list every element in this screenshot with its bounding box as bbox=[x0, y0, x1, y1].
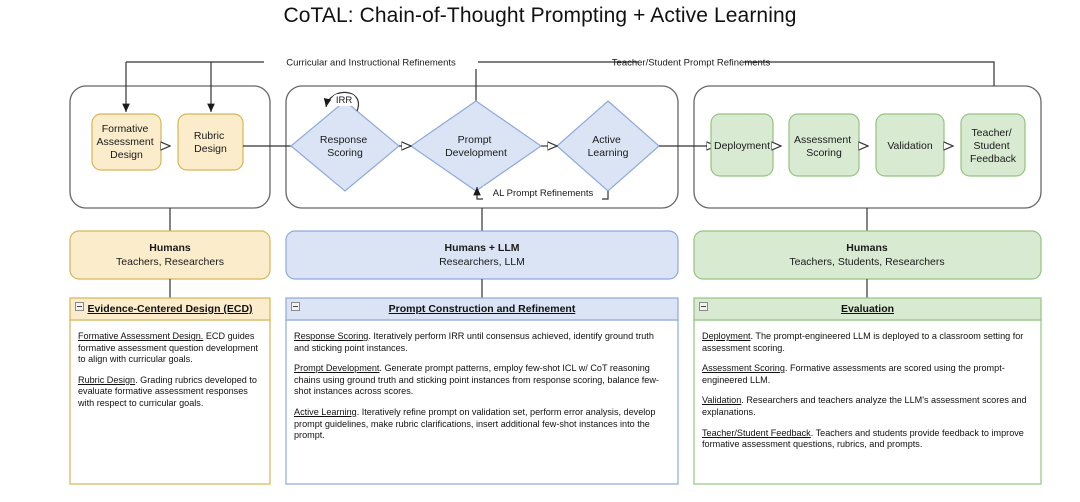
panel-evaluation-header-label: Evaluation bbox=[840, 303, 895, 315]
panel-ecd-text: Formative Assessment Design. ECD guides … bbox=[78, 331, 263, 410]
connector-irr-label: IRR bbox=[336, 95, 353, 106]
connector-al-prompt-label: AL Prompt Refinements bbox=[493, 188, 594, 199]
panel-paragraph-lead: Validation bbox=[702, 395, 742, 406]
collapse-icon-ecd[interactable] bbox=[75, 302, 84, 311]
panel-paragraph-lead: Prompt Development bbox=[294, 363, 380, 374]
node-rubric-design[interactable] bbox=[177, 113, 244, 171]
panel-evaluation-header[interactable] bbox=[693, 297, 1042, 321]
panel-prompt-text: Response Scoring. Iteratively perform IR… bbox=[294, 331, 671, 442]
panel-paragraph: Active Learning. Iteratively refine prom… bbox=[294, 406, 656, 441]
role-band-humans-llm-title: Humans + LLM bbox=[445, 242, 520, 254]
panel-paragraph-lead: Teacher/Student Feedback bbox=[702, 427, 811, 438]
panel-paragraph: Prompt Development. Generate prompt patt… bbox=[294, 363, 659, 397]
role-band-humans-eval-title: Humans bbox=[846, 242, 888, 254]
panel-paragraph: Response Scoring. Iteratively perform IR… bbox=[294, 331, 654, 353]
panel-paragraph-lead: Rubric Design bbox=[78, 374, 136, 385]
node-deployment-label: Deployment bbox=[714, 140, 770, 152]
panel-paragraph: Assessment Scoring. Formative assessment… bbox=[702, 363, 1005, 385]
node-formative-assessment-design-label: Formative Assessment Design bbox=[96, 123, 156, 161]
role-band-humans-eval bbox=[693, 230, 1042, 280]
page-title: CoTAL: Chain-of-Thought Prompting + Acti… bbox=[283, 4, 797, 27]
panel-ecd-header[interactable] bbox=[69, 297, 271, 321]
panel-paragraph: Deployment. The prompt-engineered LLM is… bbox=[702, 331, 1024, 353]
panel-evaluation-text: Deployment. The prompt-engineered LLM is… bbox=[702, 331, 1034, 451]
connector-irr-loop bbox=[323, 91, 360, 112]
role-band-humans-ecd-subtitle: Teachers, Researchers bbox=[116, 256, 224, 268]
panel-paragraph: Rubric Design. Grading rubrics developed… bbox=[78, 374, 257, 408]
panel-paragraph-lead: Assessment Scoring bbox=[702, 363, 785, 374]
node-teacher-student-feedback[interactable] bbox=[960, 113, 1026, 177]
panel-paragraph: Teacher/Student Feedback. Teachers and s… bbox=[702, 427, 1024, 450]
panel-paragraph-lead: Active Learning bbox=[294, 406, 357, 417]
node-prompt-development-label: Prompt Development bbox=[445, 134, 507, 159]
node-rubric-design-label: Rubric Design bbox=[194, 130, 227, 155]
node-teacher-student-feedback-label: Teacher/ Student Feedback bbox=[970, 127, 1017, 165]
panel-ecd-header-label: Evidence-Centered Design (ECD) bbox=[87, 303, 253, 315]
role-band-humans-eval-subtitle: Teachers, Students, Researchers bbox=[789, 256, 944, 268]
panel-paragraph-lead: Formative Assessment Design. bbox=[78, 331, 204, 341]
node-assessment-scoring-label: Assessment Scoring bbox=[794, 134, 854, 159]
panel-prompt-header-label: Prompt Construction and Refinement bbox=[388, 303, 576, 315]
panel-prompt-header[interactable] bbox=[285, 297, 679, 321]
panel-prompt-body bbox=[285, 319, 679, 485]
panel-paragraph: Formative Assessment Design. ECD guides … bbox=[78, 331, 258, 365]
role-band-humans-llm-subtitle: Researchers, LLM bbox=[439, 256, 525, 268]
collapse-icon-evaluation[interactable] bbox=[699, 302, 708, 311]
role-band-humans-ecd-title: Humans bbox=[149, 242, 191, 254]
panel-evaluation-body bbox=[693, 319, 1042, 485]
panel-ecd-body bbox=[69, 319, 271, 485]
panel-paragraph: Validation. Researchers and teachers ana… bbox=[702, 395, 1027, 417]
node-validation-label: Validation bbox=[887, 140, 932, 152]
connector-teacher-student-label: Teacher/Student Prompt Refinements bbox=[612, 58, 771, 69]
collapse-icon-prompt[interactable] bbox=[291, 302, 300, 311]
node-response-scoring[interactable] bbox=[290, 100, 400, 192]
connector-curricular-label: Curricular and Instructional Refinements bbox=[286, 58, 456, 69]
role-band-humans-llm bbox=[285, 230, 679, 280]
node-response-scoring-label: Response Scoring bbox=[320, 134, 370, 159]
connector-teacher-student-line bbox=[744, 61, 995, 86]
panel-paragraph-lead: Response Scoring bbox=[294, 331, 369, 341]
panel-paragraph-lead: Deployment bbox=[702, 331, 751, 341]
role-band-humans-ecd bbox=[69, 230, 271, 280]
node-active-learning-label: Active Learning bbox=[588, 134, 629, 159]
